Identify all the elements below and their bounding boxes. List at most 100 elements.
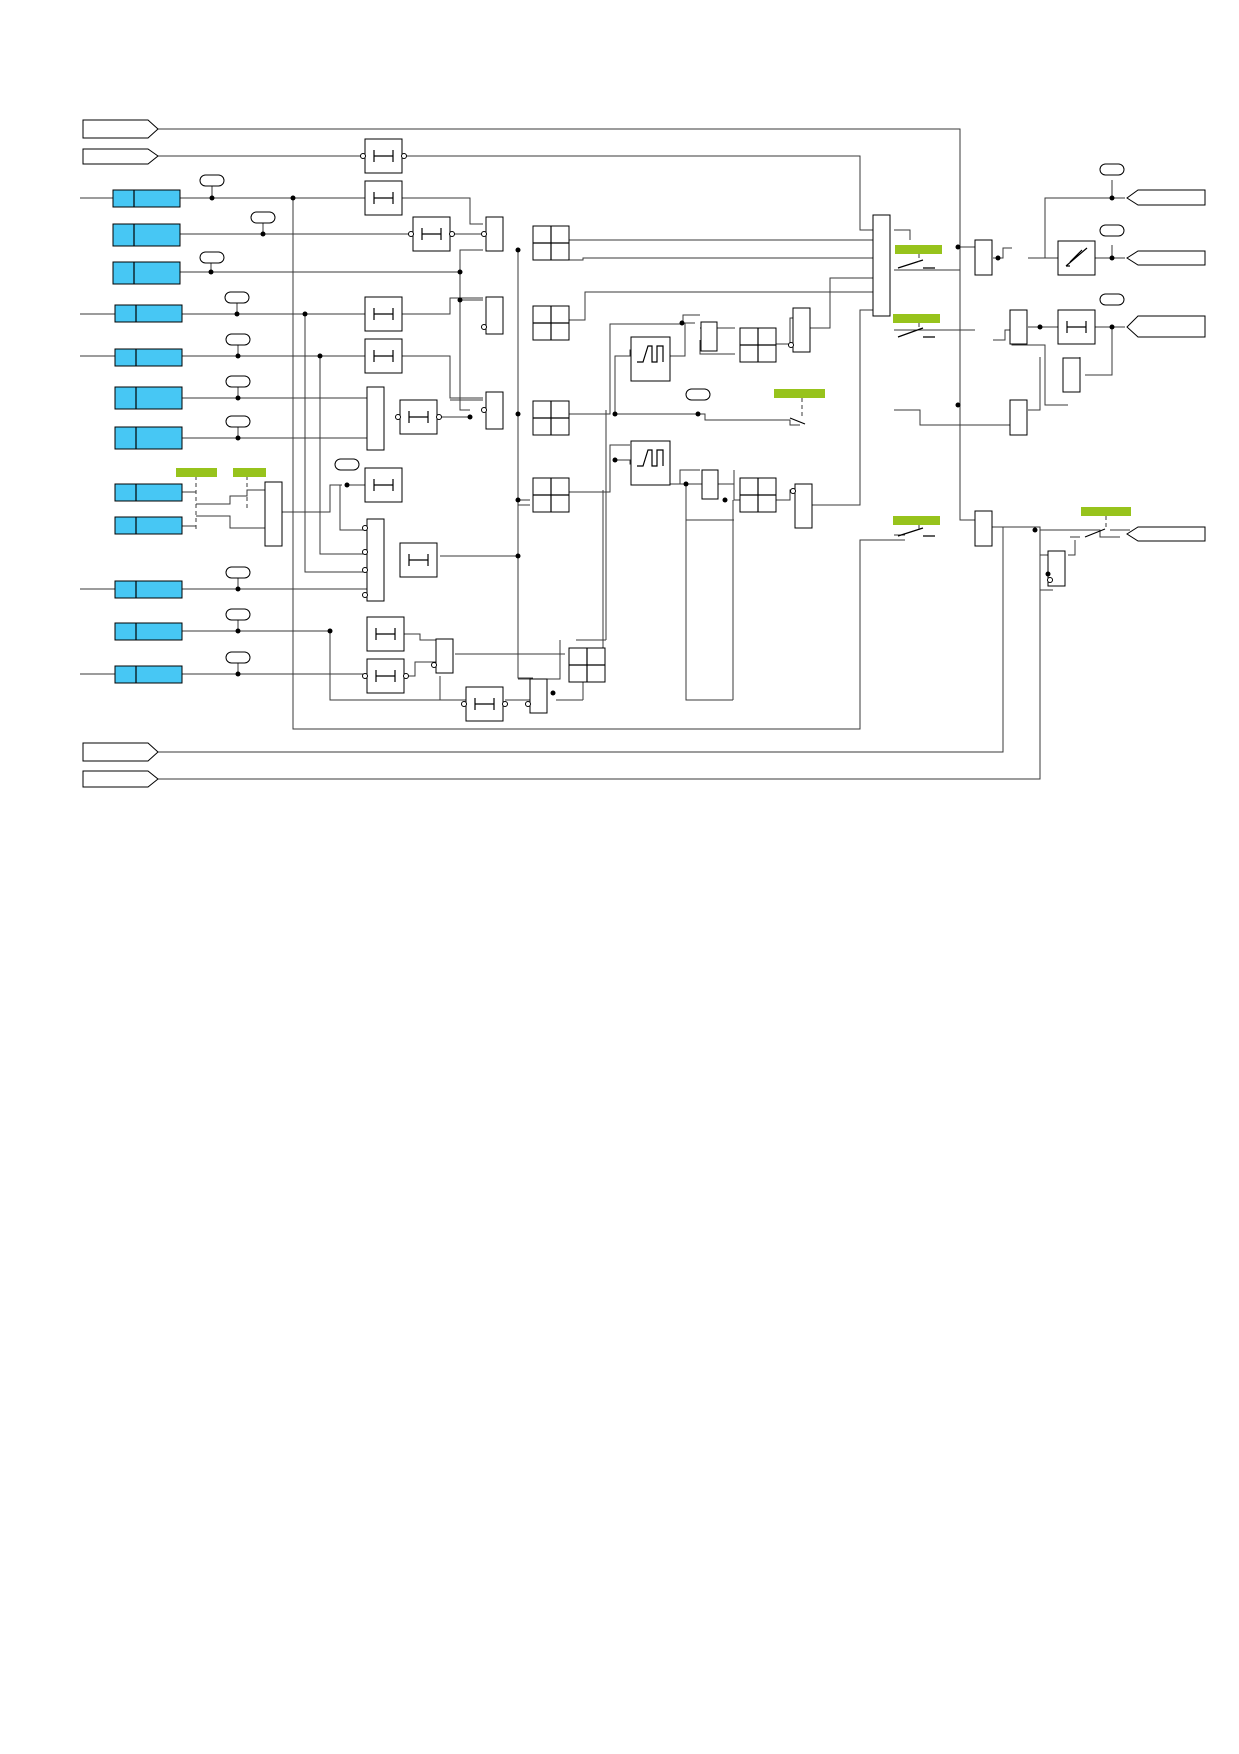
or-gate — [1009, 399, 1028, 436]
switch-contact — [897, 259, 935, 269]
input-block-2 — [112, 223, 181, 247]
input-block-4 — [114, 304, 183, 323]
timer-block — [465, 686, 504, 722]
parameter-oval[interactable] — [225, 651, 251, 664]
timer-block — [364, 467, 403, 503]
timer-block — [1057, 309, 1096, 345]
setting-tag[interactable] — [1081, 507, 1131, 516]
input-block-11 — [114, 622, 183, 641]
binary-output-3 — [1126, 315, 1206, 338]
switches — [789, 254, 1107, 538]
latch-block — [739, 477, 777, 513]
or-gate — [974, 510, 993, 547]
input-block-8 — [114, 483, 183, 502]
timer-block — [366, 658, 405, 694]
parameter-oval[interactable] — [334, 458, 360, 471]
setting-tag[interactable] — [176, 468, 217, 477]
binary-outputs-right — [1126, 189, 1206, 542]
setting-tags — [176, 245, 1131, 525]
main-or-gate — [872, 214, 891, 317]
binary-inputs-left — [82, 119, 159, 788]
inverting-dots — [360, 153, 1053, 707]
input-block-12 — [114, 665, 183, 684]
and-gate — [485, 391, 504, 430]
setting-tag[interactable] — [774, 389, 825, 398]
parameter-oval[interactable] — [225, 333, 251, 346]
timer-block — [364, 180, 403, 216]
switch-contact — [1084, 528, 1106, 538]
timer-block — [366, 616, 405, 652]
binary-input-1 — [82, 119, 159, 139]
and-gate — [701, 469, 719, 500]
parameter-oval[interactable] — [1099, 293, 1125, 306]
parameter-oval[interactable] — [224, 291, 250, 304]
binary-input-2 — [82, 148, 159, 165]
timer-block — [399, 399, 438, 435]
parameter-oval[interactable] — [1099, 163, 1125, 176]
ramp-block — [1057, 240, 1096, 276]
latch-block — [532, 225, 570, 261]
input-blocks — [112, 189, 183, 684]
timer-blocks — [364, 138, 1096, 722]
parameter-oval[interactable] — [1099, 224, 1125, 237]
timer-block — [412, 216, 451, 252]
binary-input-4 — [82, 770, 159, 788]
parameter-oval[interactable] — [225, 566, 251, 579]
parameter-oval[interactable] — [199, 251, 225, 264]
binary-output-1 — [1126, 189, 1206, 206]
or-gate — [264, 481, 283, 547]
parameter-oval[interactable] — [199, 174, 225, 187]
binary-output-2 — [1126, 250, 1206, 266]
parameter-ovals — [199, 163, 1125, 664]
and-gate — [794, 483, 813, 529]
latch-block — [532, 305, 570, 341]
or-gate — [974, 239, 993, 276]
junction-dots — [208, 195, 1115, 696]
timer-block — [364, 338, 403, 374]
and-gate — [1062, 357, 1081, 393]
input-block-1 — [112, 189, 181, 208]
parameter-oval[interactable] — [225, 415, 251, 428]
setting-tag[interactable] — [893, 314, 940, 323]
and-gate — [700, 321, 718, 352]
setting-tag[interactable] — [233, 468, 266, 477]
and-gate — [792, 307, 811, 353]
pulse-block — [630, 440, 671, 486]
binary-input-3 — [82, 742, 159, 762]
switch-contact — [897, 527, 935, 537]
and-gate — [435, 638, 454, 674]
latch-block — [532, 477, 570, 513]
latch-block — [568, 647, 606, 683]
and-gate — [485, 216, 504, 252]
and-gate — [1047, 550, 1066, 587]
or-gate — [1009, 309, 1028, 345]
setting-tag[interactable] — [895, 245, 942, 254]
input-block-9 — [114, 516, 183, 535]
timer-block — [399, 542, 438, 578]
switch-contact — [789, 417, 806, 425]
pulse-block — [630, 336, 671, 382]
input-block-5 — [114, 348, 183, 367]
or-gate — [366, 518, 385, 602]
input-block-3 — [112, 261, 181, 285]
latch-block — [532, 400, 570, 436]
switch-contact — [897, 327, 935, 338]
latch-block — [739, 327, 777, 363]
and-gate — [485, 296, 504, 335]
parameter-oval[interactable] — [225, 608, 251, 621]
logic-gates — [264, 214, 1081, 714]
parameter-oval[interactable] — [685, 388, 711, 401]
parameter-oval[interactable] — [250, 211, 276, 224]
input-block-7 — [114, 426, 183, 450]
input-block-6 — [114, 386, 183, 410]
latch-blocks — [532, 225, 777, 683]
setting-tag[interactable] — [893, 516, 940, 525]
timer-block — [364, 138, 403, 174]
input-block-10 — [114, 580, 183, 599]
timer-block — [364, 296, 403, 332]
binary-output-4 — [1126, 526, 1206, 542]
and-gate — [529, 678, 548, 714]
parameter-oval[interactable] — [225, 375, 251, 388]
or-gate — [366, 386, 385, 451]
